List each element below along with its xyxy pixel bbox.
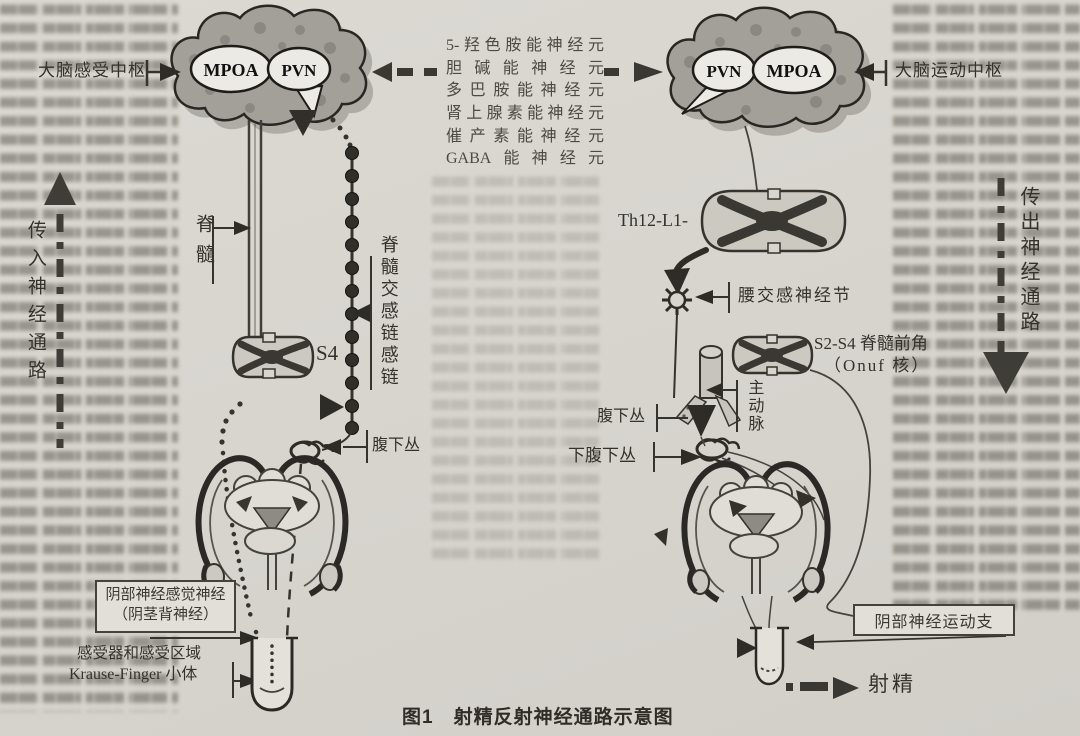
ejaculation-label: 射精 (868, 672, 916, 696)
figure-caption: 图1 射精反射神经通路示意图 (402, 702, 674, 729)
sympathetic-chain-label: 脊髓交感链感链 (378, 235, 399, 389)
arrowhead-into-right-cloud (854, 63, 874, 81)
brain-right-cloud: PVN MPOA (666, 6, 866, 128)
pudendal-motor-box: 阴部神经运动支 (853, 604, 1015, 636)
pudendal-motor-label: 阴部神经运动支 (874, 614, 994, 631)
neuron-type: 多巴胺能神经元 (446, 82, 604, 100)
sympathetic-chain (321, 117, 359, 451)
pointer-inf-hypogastric (653, 442, 702, 472)
dashed-arrow-to-left-cloud (372, 62, 437, 82)
efferent-pathway-label: 传出神经通路 (1017, 186, 1039, 336)
hypogastric-plexus-left-label: 腹下丛 (372, 437, 421, 454)
afferent-arrow (44, 172, 76, 448)
neurotransmitter-list: 5-羟色胺能神经元 胆碱能神经元 多巴胺能神经元 肾上腺素能神经元 催产素能神经… (446, 31, 604, 167)
ejaculation-arrow (786, 677, 859, 699)
neuron-type: GABA能神经元 (446, 150, 604, 168)
brain-motor-centre-label: 大脑运动中枢 (895, 61, 1003, 80)
glans-right (737, 626, 789, 686)
receptor-region-label: 感受器和感受区域 (77, 645, 202, 662)
onuf-label-line2: （Onuf 核） (824, 356, 931, 375)
pointer-spinal-cord (212, 216, 235, 284)
neuron-type: 肾上腺素能神经元 (446, 105, 604, 123)
arrow-into-chain (320, 394, 344, 420)
neuron-type: 胆碱能神经元 (446, 59, 604, 77)
pudendal-motor-leader (796, 634, 1007, 650)
arrow-into-plexus-right (687, 405, 716, 437)
pelvis-drawing-right (654, 461, 831, 631)
onuf-spinal-section (731, 334, 814, 376)
mpoa-left-label: MPOA (204, 60, 259, 80)
brain-sensory-centre-label: 大脑感受中枢 (38, 61, 146, 80)
neuron-type: 催产素能神经元 (446, 127, 604, 145)
lumbar-ganglion-label: 腰交感神经节 (738, 286, 852, 305)
pointer-brain-right (873, 60, 888, 86)
efferent-arrow (983, 178, 1029, 394)
pudendal-sensory-line1: 阴部神经感觉神经 (105, 587, 226, 603)
onuf-label-line1: S2-S4 脊髓前角 (814, 334, 928, 353)
s4-spinal-section (231, 332, 315, 379)
afferent-pathway-label: 传入神经通路 (24, 220, 46, 388)
spinal-cord-label: 脊髓 (192, 214, 214, 274)
pointer-lumbar-ganglion (695, 282, 730, 313)
arrowhead-spinal-cord (234, 221, 251, 235)
pointer-sensory-box (150, 631, 259, 645)
pvn-right-label: PVN (707, 62, 743, 81)
onuf-efferent-curve (809, 369, 872, 617)
arrow-th12-to-ganglion (664, 247, 709, 295)
th12-spinal-section (700, 188, 847, 254)
arrow-down-from-pvn (289, 110, 317, 136)
pvn-left-label: PVN (282, 61, 318, 80)
inferior-hypogastric-plexus (695, 437, 741, 463)
pointer-aorta (706, 380, 738, 432)
lumbar-ganglion (662, 285, 692, 315)
brain-left-cloud: MPOA PVN (170, 4, 368, 136)
arrowhead-into-left-cloud (160, 63, 181, 81)
spinal-cord-lines (247, 120, 263, 337)
neuron-type: 5-羟色胺能神经元 (446, 37, 604, 54)
pointer-receptors (232, 662, 259, 698)
figure-number: 图1 (402, 707, 434, 728)
mpoa-right-label: MPOA (767, 61, 822, 81)
th12-l1-label: Th12-L1- (618, 210, 688, 230)
figure-title: 射精反射神经通路示意图 (453, 707, 674, 728)
pointer-hypogastric-right (656, 404, 688, 432)
pelvis-drawing-left (195, 455, 349, 597)
pudendal-sensory-line2: （阴茎背神经） (112, 607, 218, 623)
aorta-label: 主动脉 (745, 379, 763, 433)
dotted-afferent-path (219, 401, 265, 659)
hypogastric-plexus-right-label: 腹下丛 (597, 408, 646, 425)
cloud-to-th12-line (744, 125, 758, 191)
pointer-brain-left (145, 60, 161, 86)
glans-left (246, 636, 298, 712)
pointer-hypogastric-left (322, 430, 368, 463)
s4-label: S4 (316, 341, 339, 365)
ganglion-descending-line (673, 313, 678, 399)
krause-finger-label: Krause-Finger 小体 (69, 666, 198, 683)
inferior-hypogastric-plexus-label: 下腹下丛 (568, 446, 636, 465)
pudendal-sensory-box: 阴部神经感觉神经 （阴茎背神经） (95, 580, 236, 633)
dashed-arrow-to-right-cloud (604, 62, 663, 82)
pointer-sympathetic-chain (352, 256, 372, 390)
